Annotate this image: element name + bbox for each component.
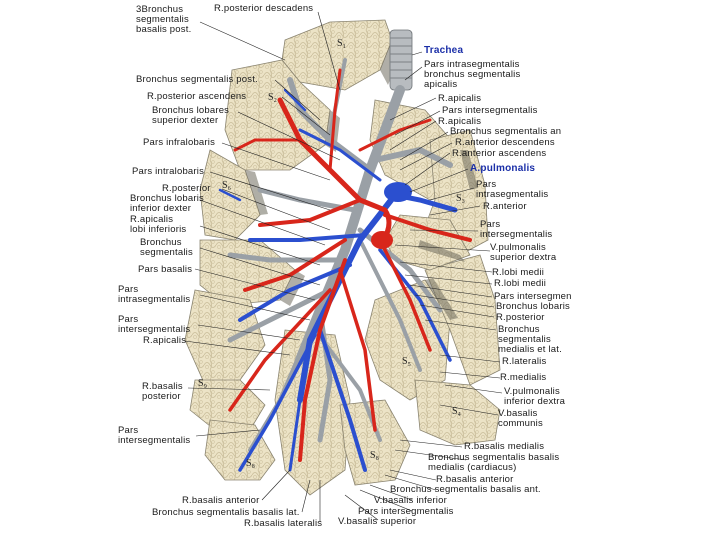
label-r-basalis-anterior-bottom: R.basalis anterior: [182, 495, 260, 506]
label-pars-intersegmentalis-bottom: Pars intersegmentalis: [358, 506, 454, 517]
label-pars-intrasegmentalis-right: Pars intrasegmentalis: [476, 179, 549, 200]
label-r-lateralis: R.lateralis: [502, 356, 547, 367]
label-r-basalis-anterior-right: R.basalis anterior: [436, 474, 514, 485]
label-r-apicalis-left: R.apicalis: [143, 335, 187, 346]
label-r-basalis-lateralis: R.basalis lateralis: [244, 518, 323, 529]
label-v-basalis-inferior: V.basalis inferior: [374, 495, 447, 506]
label-pars-intrasegmentalis-apicalis: Pars intrasegmentalis bronchus segmental…: [424, 59, 521, 90]
label-trachea: Trachea: [424, 45, 464, 56]
label-pars-intralobaris: Pars intralobaris: [132, 166, 205, 177]
label-v-pulmonalis-superior: V.pulmonalis superior dextra: [490, 242, 557, 263]
leader-lines: [184, 11, 503, 522]
label-v-pulmonalis-inferior: V.pulmonalis inferior dextra: [504, 386, 566, 407]
label-r-apicalis-right-1: R.apicalis: [438, 93, 482, 104]
label-bronchus-lobaris-inferior: Bronchus lobaris inferior dexter: [130, 193, 204, 214]
segment-label-s1: S₁: [337, 38, 347, 49]
label-bronchus-basalis-lat: Bronchus segmentalis basalis lat.: [152, 507, 300, 518]
label-bronchus-basalis-post: 3Bronchus segmentalis basalis post.: [136, 4, 192, 35]
label-r-apicalis-right-2: R.apicalis: [438, 116, 482, 127]
label-a-pulmonalis: A.pulmonalis: [470, 163, 536, 174]
label-r-anterior-ascendens: R.anterior ascendens: [452, 148, 547, 159]
label-bronchus-segmentalis-post: Bronchus segmentalis post.: [136, 74, 258, 85]
trachea: [389, 29, 413, 91]
segment-label-s2: S₂: [268, 92, 278, 103]
label-r-basalis-medialis: R.basalis medialis: [464, 441, 545, 452]
label-v-basalis-communis: V.basalis communis: [498, 408, 543, 429]
label-bronchus-basalis-medialis: Bronchus segmentalis basalis medialis (c…: [428, 452, 560, 473]
label-pars-infralobaris: Pars infralobaris: [143, 137, 216, 148]
label-r-medialis: R.medialis: [500, 372, 547, 383]
label-bronchus-segmentalis-an: Bronchus segmentalis an: [450, 126, 562, 137]
vena-knot: [384, 182, 412, 202]
segment-label-s4: S₄: [452, 406, 462, 417]
segment-label-s5: S₅: [402, 356, 412, 367]
artery-knot: [371, 231, 393, 249]
segment-label-s6: S₆: [222, 180, 232, 191]
label-bronchus-segmentalis-medialis-lat: Bronchus segmentalis medialis et lat.: [498, 324, 562, 355]
label-r-basalis-posterior: R.basalis posterior: [142, 381, 183, 402]
label-bronchus-lobares-superior: Bronchus lobares superior dexter: [152, 105, 230, 126]
label-r-lobi-medii-1: R.lobi medii: [492, 267, 545, 278]
label-r-posterior: R.posterior: [162, 183, 211, 194]
segment-block-s4: [424, 254, 501, 386]
label-bronchus-segmentalis: Bronchus segmentalis: [140, 237, 193, 258]
label-r-apicalis-lobi-inferioris: R.apicalis lobi inferioris: [130, 214, 187, 235]
label-pars-intersegmentalis-right-2: Pars intersegmentalis: [480, 219, 553, 240]
segment-block-lower-right: [414, 379, 501, 446]
segment-label-s10: S₈: [370, 450, 380, 461]
label-pars-intersegmentalis-right-1: Pars intersegmentalis: [442, 105, 538, 116]
segment-block-left-mid: [184, 289, 266, 386]
label-bronchus-basalis-ant: Bronchus segmentalis basalis ant.: [390, 484, 541, 495]
label-pars-intersegmentalis-left: Pars intersegmentalis: [118, 314, 191, 335]
label-pars-intrasegmentalis-left: Pars intrasegmentalis: [118, 284, 191, 305]
label-r-anterior-descendens: R.anterior descendens: [455, 137, 555, 148]
segment-label-s8: S₈: [246, 458, 256, 469]
label-r-posterior-descendens: R.posterior descadens: [214, 3, 314, 14]
segment-label-s9: S₉: [198, 378, 208, 389]
label-r-anterior: R.anterior: [483, 201, 527, 212]
label-v-basalis-superior: V.basalis superior: [338, 516, 417, 527]
label-pars-basalis: Pars basalis: [138, 264, 193, 275]
segment-block-s10: [339, 399, 411, 486]
label-bronchus-lobaris-right: Bronchus lobaris: [496, 301, 570, 312]
label-r-posterior-ascendens: R.posterior ascendens: [147, 91, 247, 102]
label-r-lobi-medii-2: R.lobi medii: [494, 278, 547, 289]
pulmonary-arteries: [228, 68, 472, 462]
label-r-posterior-right: R.posterior: [496, 312, 545, 323]
segment-label-s3: S₃: [456, 193, 466, 204]
label-pars-intersegmen: Pars intersegmen: [494, 291, 572, 302]
label-pars-intersegmentalis-bottom-left: Pars intersegmentalis: [118, 425, 191, 446]
